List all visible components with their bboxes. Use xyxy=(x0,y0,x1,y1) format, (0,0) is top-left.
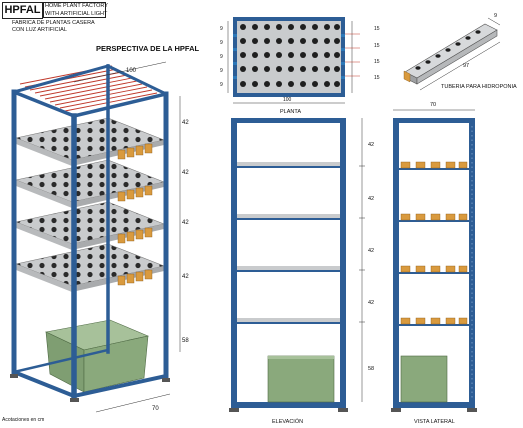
elevation-tank xyxy=(267,355,335,403)
plan-pipe-caps xyxy=(233,34,345,79)
plan-label: PLANTA xyxy=(280,109,301,115)
plan-left-dim-1: 9 xyxy=(220,26,223,32)
plan-left-dim-3: 9 xyxy=(220,54,223,60)
side-feet xyxy=(391,408,477,412)
perspective-dim-3: 42 xyxy=(182,220,189,226)
elevation-dim-1: 42 xyxy=(368,142,374,148)
plan-dimension-lines xyxy=(227,21,360,104)
plan-right-dim-1: 15 xyxy=(374,26,380,32)
subtitle-line-1: FABRICA DE PLANTAS CASERA xyxy=(12,20,95,26)
subtitle-line-2: CON LUZ ARTIFICIAL xyxy=(12,27,67,33)
plan-right-dim-4: 15 xyxy=(374,75,380,81)
elevation-view: 42 42 42 42 58 ELEVACIÓN xyxy=(229,118,374,425)
elevation-dim-5: 58 xyxy=(368,366,374,372)
elevation-label: ELEVACIÓN xyxy=(272,418,303,425)
pipe-label: TUBERIA PARA HIDROPONIA xyxy=(441,84,517,90)
logo-hpfal: HPFAL xyxy=(2,2,43,19)
side-shelf-bars xyxy=(399,168,469,326)
perspective-title: PERSPECTIVA DE LA HPFAL xyxy=(96,44,199,53)
perspective-base-dim: 58 xyxy=(182,338,189,344)
perspective-dimensions xyxy=(73,61,181,413)
side-tank xyxy=(400,355,448,403)
pipe-detail: 97 9 TUBERIA PARA HIDROPONIA xyxy=(403,13,517,91)
plan-width-dim: 100 xyxy=(283,97,292,103)
perspective-frame-feet xyxy=(10,374,170,402)
plan-view: 9 9 9 9 9 15 15 15 15 100 PLANTA xyxy=(220,17,380,115)
elevation-dim-2: 42 xyxy=(368,196,374,202)
perspective-view: PERSPECTIVA DE LA HPFAL xyxy=(10,44,199,413)
elevation-dim-4: 42 xyxy=(368,300,374,306)
perspective-width-dim: 100 xyxy=(126,68,137,74)
perspective-cups xyxy=(117,143,153,286)
elevation-shelves xyxy=(237,162,340,324)
pipe-length-dim: 97 xyxy=(463,63,469,69)
perspective-dim-2: 42 xyxy=(182,170,189,176)
units-note: Acotaciones en cm xyxy=(2,417,44,423)
side-view: 70 VISTA LATERAL xyxy=(391,102,477,425)
perspective-dim-4: 42 xyxy=(182,274,189,280)
plan-right-dim-3: 15 xyxy=(374,59,380,65)
elevation-dimension-line xyxy=(359,118,365,402)
perspective-dim-1: 42 xyxy=(182,120,189,126)
elevation-tank-rim xyxy=(268,356,334,359)
side-cups xyxy=(400,161,468,325)
plan-right-dim-2: 15 xyxy=(374,43,380,49)
logo-line-1: HOME PLANT FACTORY xyxy=(45,3,108,9)
perspective-depth-dim: 70 xyxy=(152,406,159,412)
perspective-shelves xyxy=(14,117,166,292)
side-depth-dim: 70 xyxy=(430,102,436,108)
logo-line-2: WITH ARTIFICIAL LIGHT xyxy=(45,10,108,17)
elevation-feet xyxy=(229,408,348,412)
pipe-section-dim: 9 xyxy=(494,13,497,19)
elevation-dim-3: 42 xyxy=(368,248,374,254)
project-subtitle: FABRICA DE PLANTAS CASERA CON LUZ ARTIFI… xyxy=(12,20,95,34)
perspective-frame xyxy=(11,63,169,401)
pipe-holes xyxy=(415,30,481,70)
plan-left-dim-5: 9 xyxy=(220,82,223,88)
plan-holes xyxy=(240,24,340,87)
logo-subtitle-box: HOME PLANT FACTORY WITH ARTIFICIAL LIGHT xyxy=(43,2,108,18)
plan-left-dim-2: 9 xyxy=(220,40,223,46)
side-label: VISTA LATERAL xyxy=(414,419,455,425)
plan-left-dim-4: 9 xyxy=(220,68,223,74)
